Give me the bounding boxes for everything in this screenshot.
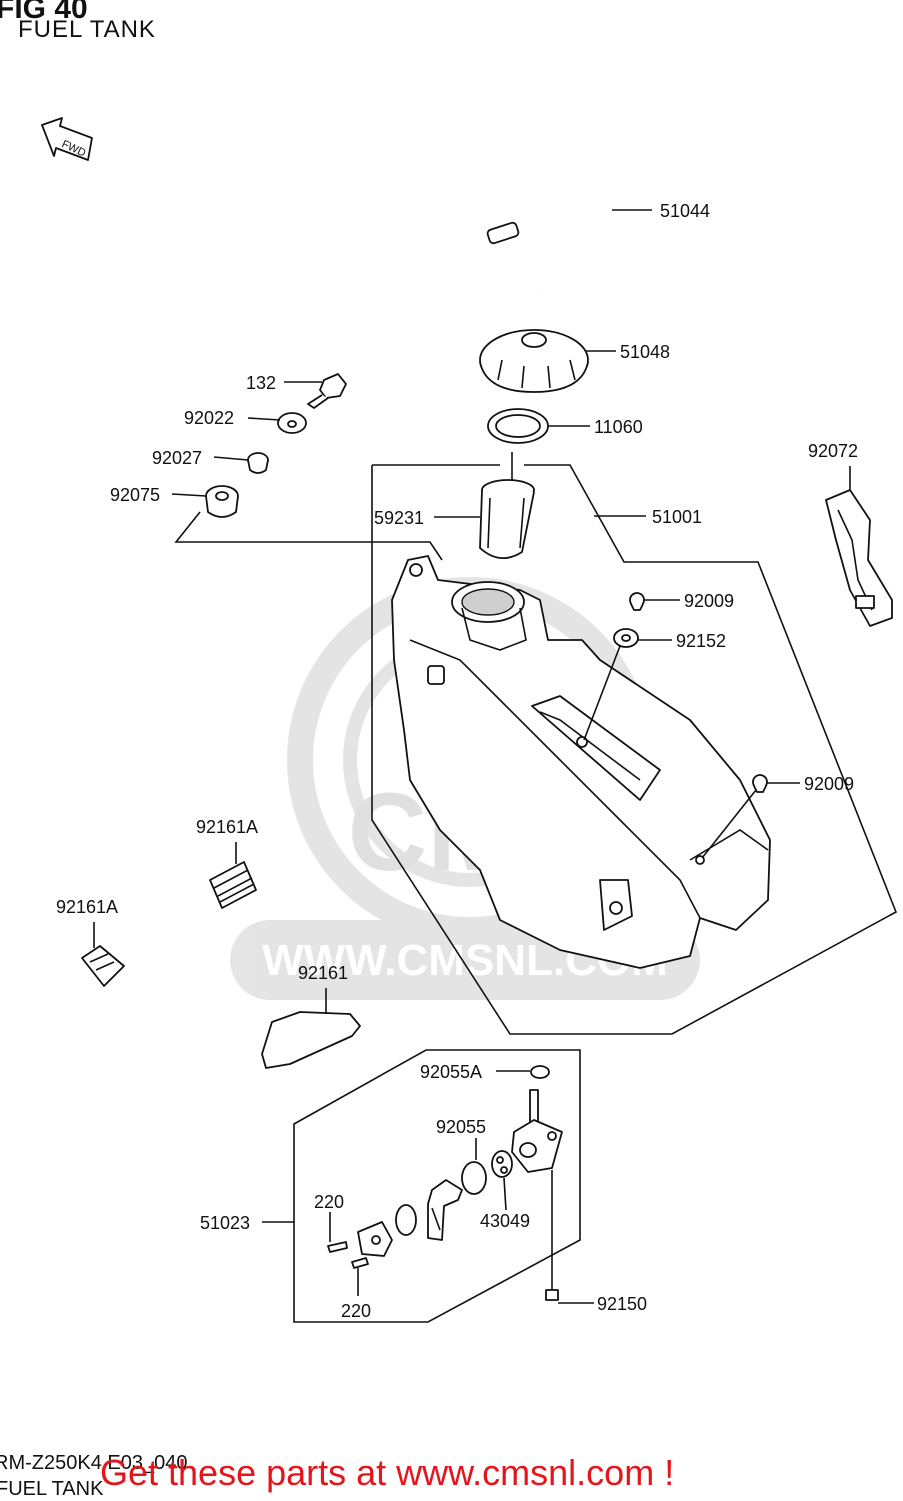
part-label-92161A-lower[interactable]: 92161A: [56, 897, 118, 917]
part-label-92055[interactable]: 92055: [436, 1117, 486, 1137]
part-label-11060[interactable]: 11060: [594, 417, 643, 437]
part-label-92009-upper[interactable]: 92009: [684, 591, 734, 611]
part-label-92152[interactable]: 92152: [676, 631, 726, 651]
flat-pad-drawing: [261, 1011, 361, 1069]
part-label-92009-lower[interactable]: 92009: [804, 774, 854, 794]
collar-drawing: [247, 452, 269, 474]
part-label-92027[interactable]: 92027: [152, 448, 202, 468]
o-ring-small-drawing: [530, 1065, 550, 1079]
part-label-92022[interactable]: 92022: [184, 408, 234, 428]
figure-title: FIG 40: [0, 0, 88, 25]
part-label-51023[interactable]: 51023: [200, 1213, 250, 1233]
pad-drawing-lower: [81, 945, 125, 987]
washer-drawing: [277, 412, 307, 434]
valve-plate-drawing: [491, 1150, 513, 1178]
fuel-cock-drawing: [511, 1089, 563, 1173]
promo-link[interactable]: Get these parts at www.cmsnl.com !: [100, 1452, 675, 1493]
forward-arrow-icon: FWD: [41, 117, 93, 161]
strap-drawing: [825, 489, 893, 627]
tank-cap-drawing: [479, 329, 589, 393]
part-label-132[interactable]: 132: [246, 373, 276, 393]
part-label-92072[interactable]: 92072: [808, 441, 858, 461]
screw-drawing-upper: [327, 1241, 348, 1253]
part-label-92161[interactable]: 92161: [298, 963, 348, 983]
part-label-220-upper[interactable]: 220: [314, 1192, 344, 1212]
part-label-92150[interactable]: 92150: [597, 1294, 647, 1314]
part-label-92161A-upper[interactable]: 92161A: [196, 817, 258, 837]
rubber-plug-drawing-lower: [752, 774, 768, 793]
bolt-drawing: [307, 373, 347, 409]
part-label-51001[interactable]: 51001: [652, 507, 702, 527]
part-label-220-lower[interactable]: 220: [341, 1301, 371, 1321]
part-label-92075[interactable]: 92075: [110, 485, 160, 505]
diagram-code: RM-Z250K4 E03_040: [0, 1452, 188, 1474]
fuel-tank-drawing: [391, 555, 771, 969]
retainer-plate-drawing: [357, 1221, 393, 1257]
part-label-92055A[interactable]: 92055A: [420, 1062, 482, 1082]
pad-drawing-upper: [209, 861, 257, 909]
circlip-drawing: [395, 1204, 417, 1236]
damper-drawing: [613, 628, 639, 648]
figure-subtitle: FUEL TANK: [18, 16, 156, 43]
rubber-plug-drawing-upper: [629, 592, 645, 611]
breather-hose-drawing: [486, 196, 615, 291]
part-labels: 51044 51048 11060 132 92022 92027 92075 …: [56, 201, 858, 1321]
fuel-filter-drawing: [479, 479, 535, 559]
part-label-43049[interactable]: 43049: [480, 1211, 530, 1231]
cock-lever-drawing: [427, 1179, 463, 1241]
drain-bolt-drawing: [545, 1289, 559, 1301]
o-ring-drawing: [461, 1161, 487, 1195]
section-name: FUEL TANK: [0, 1478, 104, 1500]
part-label-51044[interactable]: 51044: [660, 201, 710, 221]
part-label-51048[interactable]: 51048: [620, 342, 670, 362]
screw-drawing-lower: [351, 1257, 369, 1269]
gasket-drawing: [487, 408, 549, 444]
part-label-59231[interactable]: 59231: [374, 508, 424, 528]
grommet-drawing: [205, 485, 239, 518]
